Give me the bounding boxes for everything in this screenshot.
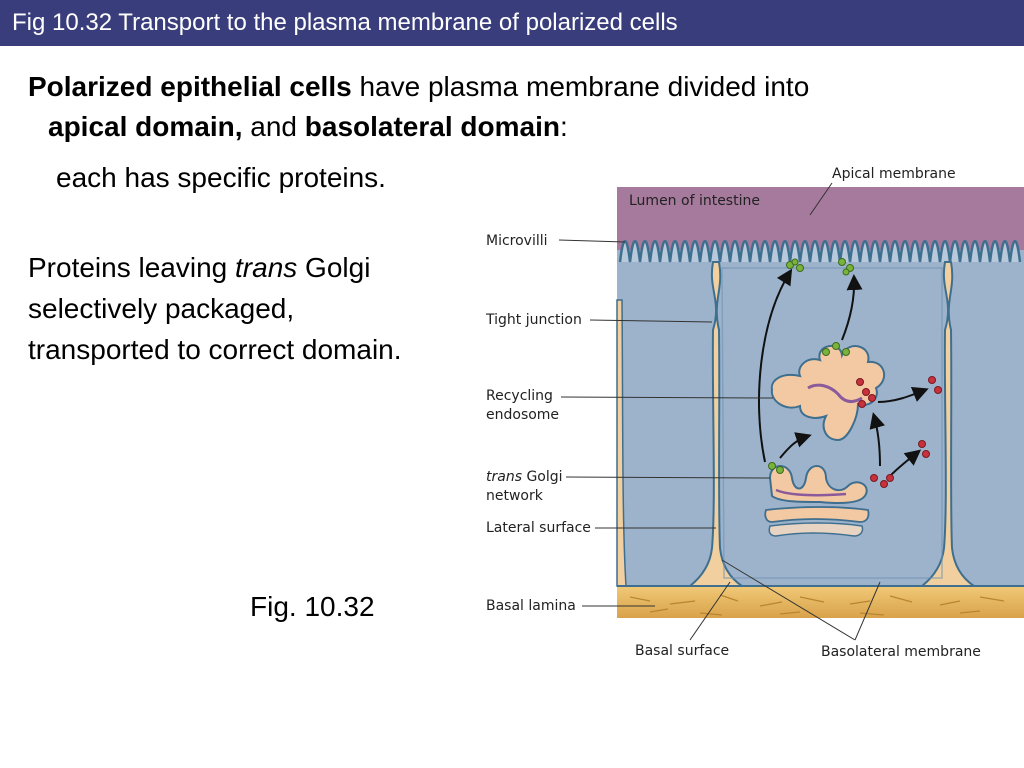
figure-caption: Fig. 10.32 [250,591,375,622]
text-line-1: Polarized epithelial cells have plasma m… [28,67,809,107]
microvilli [618,239,1022,263]
label-lumen: Lumen of intestine [629,193,760,209]
lateral-membrane-far-left [616,299,627,587]
arrow-golgi-to-endosome-2 [869,412,885,467]
slide-title: Fig 10.32 Transport to the plasma membra… [12,9,678,36]
arrow-golgi-to-lateral [889,449,922,477]
arrow-golgi-to-apical [758,268,793,463]
text-trans: trans [235,252,298,283]
label-trans-golgi: trans Golgi [486,469,563,485]
label-network: network [486,488,544,504]
label-microvilli: Microvilli [486,233,548,249]
golgi-cisterna-1 [764,506,870,523]
text-and: and [242,111,305,142]
endosome-lumen [807,383,863,403]
text-colon: : [559,111,568,142]
apical-proteins [768,258,854,474]
label-basolateral-membrane: Basolateral membrane [821,644,981,660]
text-have: have plasma membrane divided into [351,71,810,102]
label-apical-membrane: Apical membrane [832,166,956,182]
lamina-fibers [629,594,1005,616]
central-cell-outline [721,267,943,579]
text-line-4: Proteins leaving trans Golgi [28,248,370,288]
leader-lines [558,182,881,641]
bold-polarized: Polarized epithelial cells [28,71,352,102]
label-golgi: Golgi [522,469,563,485]
basolateral-proteins [856,376,942,488]
arrow-endosome-to-lateral [877,387,929,403]
golgi-cisterna-2 [768,522,864,537]
label-endosome: endosome [486,407,559,423]
golgi-lumen [775,488,847,497]
bold-apical: apical domain, [48,111,243,142]
recycling-endosome [770,345,886,442]
title-bar: Fig 10.32 Transport to the plasma membra… [0,0,1024,46]
text-golgi: Golgi [297,252,371,283]
label-lateral-surface: Lateral surface [486,520,591,536]
bold-basolateral: basolateral domain [304,111,560,142]
label-recycling: Recycling [486,388,553,404]
text-line-2: apical domain, and basolateral domain: [48,107,568,147]
text-line-3: each has specific proteins. [56,162,386,193]
cell-cytoplasm [617,250,1024,588]
label-trans: trans [486,469,522,485]
text-proteins: Proteins leaving [28,252,236,283]
arrow-golgi-to-endosome [779,432,812,459]
text-line-5: selectively packaged, [28,293,295,324]
text-line-6: transported to correct domain. [28,334,402,365]
arrow-endosome-to-apical [841,274,863,341]
label-basal-surface: Basal surface [635,643,729,659]
label-tight-junction: Tight junction [485,312,582,328]
label-basal-lamina: Basal lamina [486,598,576,614]
